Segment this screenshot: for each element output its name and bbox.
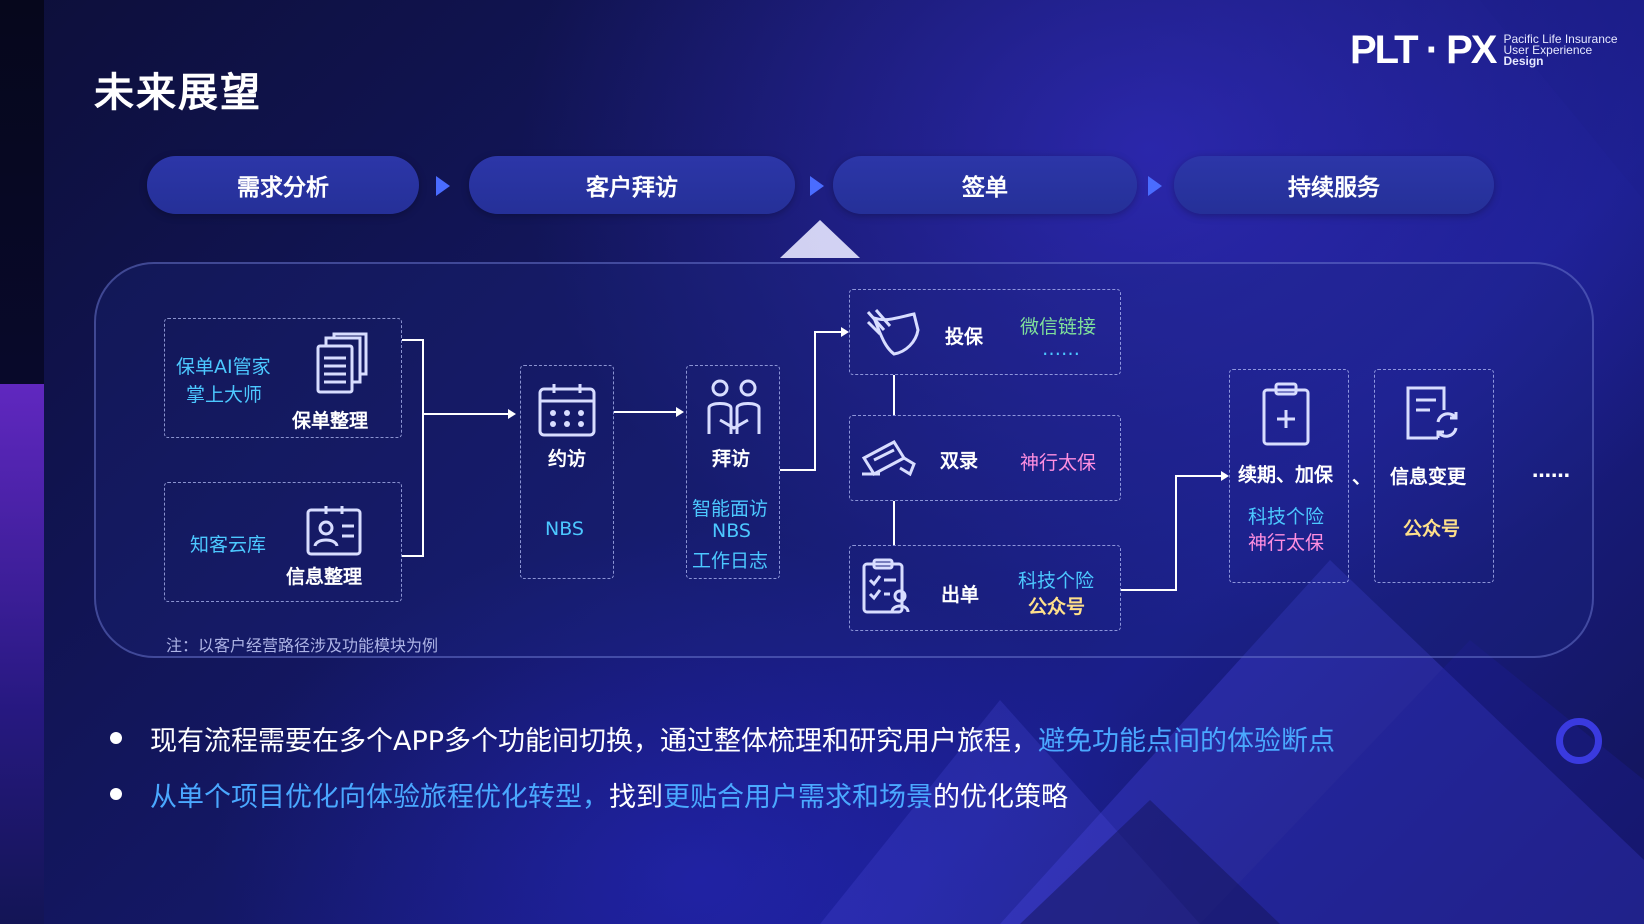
stage-arrow-icon [436,176,450,196]
connector-line [1175,475,1177,591]
left-purple-accent [0,384,44,924]
connector-line [614,411,678,413]
renew-box [1229,369,1349,583]
visit-system-1: 智能面访 [692,498,769,520]
info-change-title: 信息变更 [1390,466,1467,488]
insure-channel: 微信链接 [1020,316,1097,338]
renew-channel-1: 科技个险 [1248,506,1325,528]
calendar-icon [538,384,596,437]
appointment-box [520,365,614,579]
bullet-highlight: 避免功能点间的体验断点 [1038,725,1336,757]
stage-customer-visit: 客户拜访 [469,156,795,214]
shield-hand-icon [866,309,920,356]
medical-clipboard-icon [1262,382,1310,446]
logo-line2: User Experience [1503,42,1593,57]
more-ellipsis: …… [1532,460,1570,482]
insure-more: …… [1042,338,1080,360]
logo-mark: PLT · PX [1350,27,1497,72]
connector-line [402,555,424,557]
connector-line [424,413,512,415]
stage-needs-analysis: 需求分析 [147,156,419,214]
bullet-text: 现有流程需要在多个APP多个功能间切换，通过整体梳理和研究用户旅程， [150,725,1039,757]
flow-note: 注：以客户经营路径涉及功能模块为例 [166,636,439,655]
arrow-head-icon [676,407,684,417]
company-logo: PLT · PX Pacific Life Insurance User Exp… [1350,28,1618,72]
info-organize-title: 信息整理 [286,566,363,588]
camera-icon [861,440,916,477]
connector-line [814,331,816,471]
renew-title: 续期、加保 [1238,464,1334,486]
insure-title: 投保 [945,326,984,348]
connector-line [1175,475,1221,477]
clipboard-check-icon [862,558,910,614]
bullet-dot-icon [110,788,122,800]
bullet-text: 找到 [609,781,663,813]
bullet-item: 现有流程需要在多个APP多个功能间切换，通过整体梳理和研究用户旅程，避免功能点间… [110,710,1335,766]
palm-master-label: 掌上大师 [186,384,263,406]
info-organize-box [164,482,402,602]
bullet-highlight: 更贴合用户需求和场景 [663,781,933,813]
bullet-list: 现有流程需要在多个APP多个功能间切换，通过整体梳理和研究用户旅程，避免功能点间… [110,710,1335,822]
renew-separator: 、 [1352,466,1372,488]
bullet-item: 从单个项目优化向体验旅程优化转型，找到更贴合用户需求和场景的优化策略 [110,766,1335,822]
issue-channel-2: 公众号 [1028,596,1086,618]
appointment-title: 约访 [548,448,587,470]
stage-ongoing-service: 持续服务 [1174,156,1494,214]
arrow-head-icon [841,327,849,337]
connector-line [814,331,842,333]
connector-line [893,501,895,545]
visit-system-2: NBS [712,520,751,542]
bullet-highlight: 从单个项目优化向体验旅程优化转型， [150,781,609,813]
policy-organize-box [164,318,402,438]
dual-record-box [849,415,1121,501]
document-icon [316,332,368,394]
arrow-head-icon [508,409,516,419]
ring-decoration [1556,718,1602,764]
dual-record-channel: 神行太保 [1020,452,1097,474]
visit-title: 拜访 [712,448,751,470]
arrow-head-icon [1221,471,1229,481]
document-refresh-icon [1406,386,1458,440]
policy-organize-title: 保单整理 [292,410,369,432]
info-change-channel: 公众号 [1403,518,1461,540]
stage-arrow-icon [810,176,824,196]
visit-box [686,365,780,579]
logo-line3: Design [1503,53,1544,68]
renew-channel-2: 神行太保 [1248,532,1325,554]
info-change-box [1374,369,1494,583]
policy-ai-label: 保单AI管家 [176,356,271,378]
id-card-icon [306,506,362,556]
connector-line [422,339,424,557]
connector-line [1121,589,1177,591]
issue-channel-1: 科技个险 [1018,570,1095,592]
bullet-text: 的优化策略 [933,781,1068,813]
logo-line1: Pacific Life Insurance [1503,31,1618,46]
connector-line [780,469,816,471]
stage-pointer-icon [780,220,860,258]
stage-signing: 签单 [833,156,1137,214]
dual-record-title: 双录 [940,450,979,472]
people-icon [707,379,761,434]
connector-line [402,339,424,341]
zhike-cloud-label: 知客云库 [190,534,267,556]
logo-text: Pacific Life Insurance User Experience D… [1503,31,1618,68]
appointment-system: NBS [545,518,584,540]
visit-system-3: 工作日志 [692,550,769,572]
issue-title: 出单 [941,584,980,606]
stage-arrow-icon [1148,176,1162,196]
bullet-dot-icon [110,732,122,744]
slide-title: 未来展望 [94,70,262,116]
issue-box [849,545,1121,631]
connector-line [893,375,895,415]
insure-box [849,289,1121,375]
